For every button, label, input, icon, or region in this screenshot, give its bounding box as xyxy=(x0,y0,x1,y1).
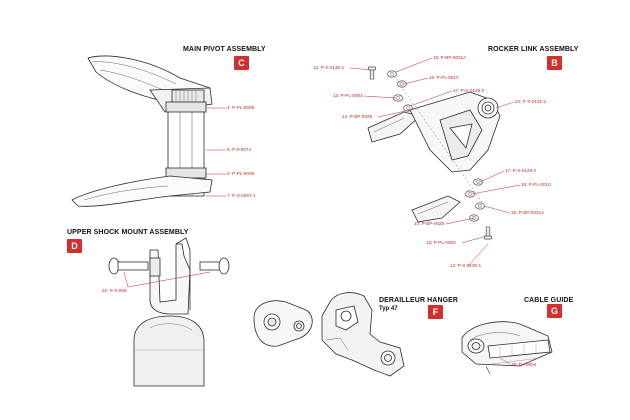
part-label: 18: P-PL-0010 xyxy=(521,182,551,187)
part-label: 13: P-PL-0003 xyxy=(426,240,456,245)
main-pivot-drawing xyxy=(71,55,226,207)
part-label: 5: P-0-0074 xyxy=(227,147,252,152)
derailleur-hanger-drawing xyxy=(253,292,405,377)
derailleur-hanger-title: DERAILLEUR HANGER xyxy=(379,297,459,304)
cable-guide-badge: G xyxy=(547,304,562,318)
part-label: 18: P-I-0094 xyxy=(511,362,537,367)
part-label: 12: P-X-0130-1 xyxy=(450,263,482,268)
part-label: 16: P-PL-0010 xyxy=(429,75,459,80)
part-label: 15: P-BP-0031A xyxy=(511,210,545,215)
part-label: 4: P-PL-0009 xyxy=(227,171,255,176)
rocker-link-badge: B xyxy=(547,56,562,70)
part-label: 7: P-X-0087-1 xyxy=(227,193,256,198)
part-label: 12: P-X-0130-1 xyxy=(313,65,345,70)
upper-shock-mount-title: UPPER SHOCK MOUNT ASSEMBLY xyxy=(67,229,189,236)
main-pivot-title: MAIN PIVOT ASSEMBLY xyxy=(183,46,266,53)
upper-shock-mount-drawing xyxy=(108,237,230,387)
part-label: 17: P-X-0129-2 xyxy=(453,88,485,93)
upper-shock-mount-badge: D xyxy=(67,239,82,253)
part-label: 14: P-BP-0025 xyxy=(342,114,373,119)
derailleur-hanger-subtitle: Typ 47 xyxy=(379,306,398,312)
cable-guide-drawing xyxy=(461,321,553,375)
part-label: 22: P-X-0131-1 xyxy=(515,99,547,104)
part-label: 13: P-PL-0003 xyxy=(333,93,363,98)
rocker-link-drawing xyxy=(349,57,521,267)
cable-guide-title: CABLE GUIDE xyxy=(524,297,574,304)
part-label: 17: P-X-0129-2 xyxy=(505,168,537,173)
main-pivot-badge: C xyxy=(234,56,249,70)
part-label: 14: P-BP-0025 xyxy=(414,221,445,226)
derailleur-hanger-badge: F xyxy=(428,305,443,319)
rocker-link-title: ROCKER LINK ASSEMBLY xyxy=(488,46,579,53)
part-label: 4: P-PL-0009 xyxy=(227,105,255,110)
part-label: 22: P-X-008 xyxy=(102,288,127,293)
part-label: 15: P-BP-0031A xyxy=(433,55,467,60)
